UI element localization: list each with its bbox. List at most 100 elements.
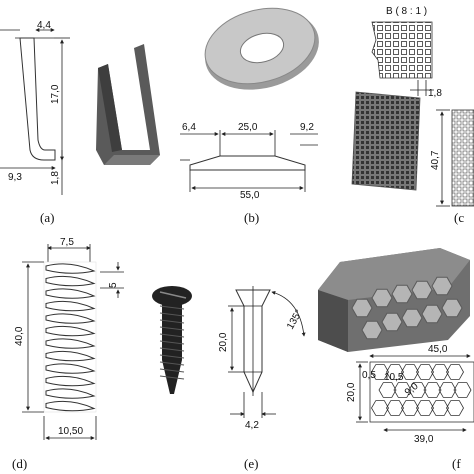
label-d: (d)	[12, 456, 27, 471]
honeycomb-cell	[421, 304, 443, 324]
dim-b-outer: 55,0	[240, 190, 260, 201]
dim-f-wall: 0,5	[362, 370, 376, 381]
spring-coil	[45, 300, 96, 312]
dim-f-side: 9,0	[403, 381, 421, 399]
dim-e-diameter: 4,2	[245, 420, 259, 431]
honeycomb-cell	[371, 288, 393, 308]
label-a: (a)	[40, 210, 54, 225]
honeycomb-2d-cell	[416, 364, 434, 380]
dim-b-inner: 25,0	[238, 122, 258, 133]
spring-coil	[45, 263, 96, 274]
spring-coil	[45, 325, 96, 337]
honeycomb-2d-cell	[386, 364, 404, 380]
dim-a-bottom: 9,3	[8, 172, 22, 183]
screw-drawing	[228, 286, 306, 418]
honeycomb-2d-cell	[446, 364, 464, 380]
screw-thread	[159, 319, 185, 324]
dim-f-inner: 39,0	[414, 434, 434, 445]
honeycomb-2d-cell	[408, 382, 427, 398]
label-b: (b)	[244, 210, 259, 225]
honeycomb-cell	[441, 298, 463, 318]
screw-thread	[159, 368, 185, 373]
dim-d-length: 40,0	[14, 326, 25, 346]
screw-thread	[159, 326, 185, 331]
label-c: (c	[454, 210, 464, 225]
dim-b-right: 9,2	[300, 122, 314, 133]
screw-thread	[159, 333, 185, 338]
spring-coil	[45, 338, 96, 349]
honeycomb-cell	[411, 280, 433, 300]
honeycomb-2d-cell	[423, 382, 442, 398]
panel-d: 7,5 40,0 5 10,50 (d)	[12, 237, 124, 471]
honeycomb-2d-cell	[393, 382, 412, 398]
screw-thread	[159, 347, 185, 352]
honeycomb-2d-cell	[431, 364, 449, 380]
honeycomb-cell	[391, 284, 413, 304]
screw-thread	[159, 305, 185, 310]
spring-coil	[45, 275, 96, 287]
dim-b-left: 6,4	[182, 122, 196, 133]
honeycomb-cell	[351, 298, 373, 318]
spring-coil	[45, 400, 96, 412]
honeycomb-2d-cell	[453, 382, 472, 398]
panel-a: 4,4 17,0 9,3 1,8 (a)	[0, 20, 160, 225]
dim-d-top: 7,5	[60, 237, 74, 248]
honeycomb-cell	[361, 320, 383, 340]
panel-b: 6,4 25,0 9,2 55,0 (b)	[180, 7, 319, 225]
label-f: (f	[452, 456, 461, 471]
mesh-front-drawing	[436, 109, 474, 207]
honeycomb-2d-cell	[446, 400, 464, 416]
honeycomb-2d-cell	[438, 382, 457, 398]
dim-d-bottom: 10,50	[58, 426, 83, 437]
honeycomb-cell	[401, 308, 423, 328]
dim-c-detail: B ( 8 : 1 )	[386, 6, 427, 17]
spring-coil	[45, 375, 96, 387]
screw-thread	[159, 312, 185, 317]
screw-thread	[159, 375, 185, 380]
screw-thread	[159, 361, 185, 366]
honeycomb-cell	[381, 312, 403, 332]
screw-3d-model	[152, 286, 192, 394]
screw-thread	[159, 354, 185, 359]
spring-coil	[45, 388, 96, 399]
honeycomb-2d-cell	[386, 400, 404, 416]
honeycomb-2d-cell	[401, 364, 419, 380]
spring-drawing	[43, 261, 97, 413]
dim-a-thickness: 1,8	[50, 171, 61, 185]
dim-a-top: 4,4	[37, 20, 51, 31]
dim-a-height: 17,0	[50, 84, 61, 104]
dim-c-pitch: 1,8	[428, 88, 442, 99]
spring-coil	[45, 363, 96, 374]
dim-d-pitch: 5	[108, 282, 119, 288]
clip-3d-model	[96, 44, 160, 165]
label-e: (e)	[244, 456, 258, 471]
washer-section-drawing	[180, 130, 318, 192]
honeycomb-2d-cell	[431, 400, 449, 416]
mesh-3d-model	[351, 91, 421, 191]
dim-e-angle: 135°	[285, 308, 305, 331]
honeycomb-2d-cell	[416, 400, 434, 416]
spring-coil	[45, 288, 96, 299]
dim-f-cell: 10,5	[384, 372, 404, 383]
screw-thread	[159, 340, 185, 345]
panel-f: 45,0 20,0 0,5 10,5 9,0 39,0 (f	[318, 248, 474, 471]
dim-e-length: 20,0	[218, 332, 229, 352]
spring-coil	[45, 350, 96, 362]
panel-a-drawing	[0, 28, 70, 195]
dim-c-size: 40,7	[430, 150, 441, 170]
honeycomb-2d-cell	[378, 382, 397, 398]
honeycomb-2d-cell	[371, 364, 389, 380]
panel-e: 20,0 135° 4,2 (e)	[152, 286, 306, 471]
honeycomb-drawing	[356, 361, 474, 432]
washer-3d-model	[204, 7, 319, 90]
honeycomb-3d-model	[318, 248, 470, 352]
dim-f-width: 45,0	[428, 344, 448, 355]
honeycomb-cell	[431, 276, 453, 296]
mesh-detail-drawing	[371, 21, 434, 96]
spring-coil	[45, 313, 96, 324]
honeycomb-2d-cell	[401, 400, 419, 416]
honeycomb-2d-cell	[371, 400, 389, 416]
dim-f-height: 20,0	[346, 382, 357, 402]
panel-c: B ( 8 : 1 ) 1,8 40,7 (c	[351, 6, 474, 225]
